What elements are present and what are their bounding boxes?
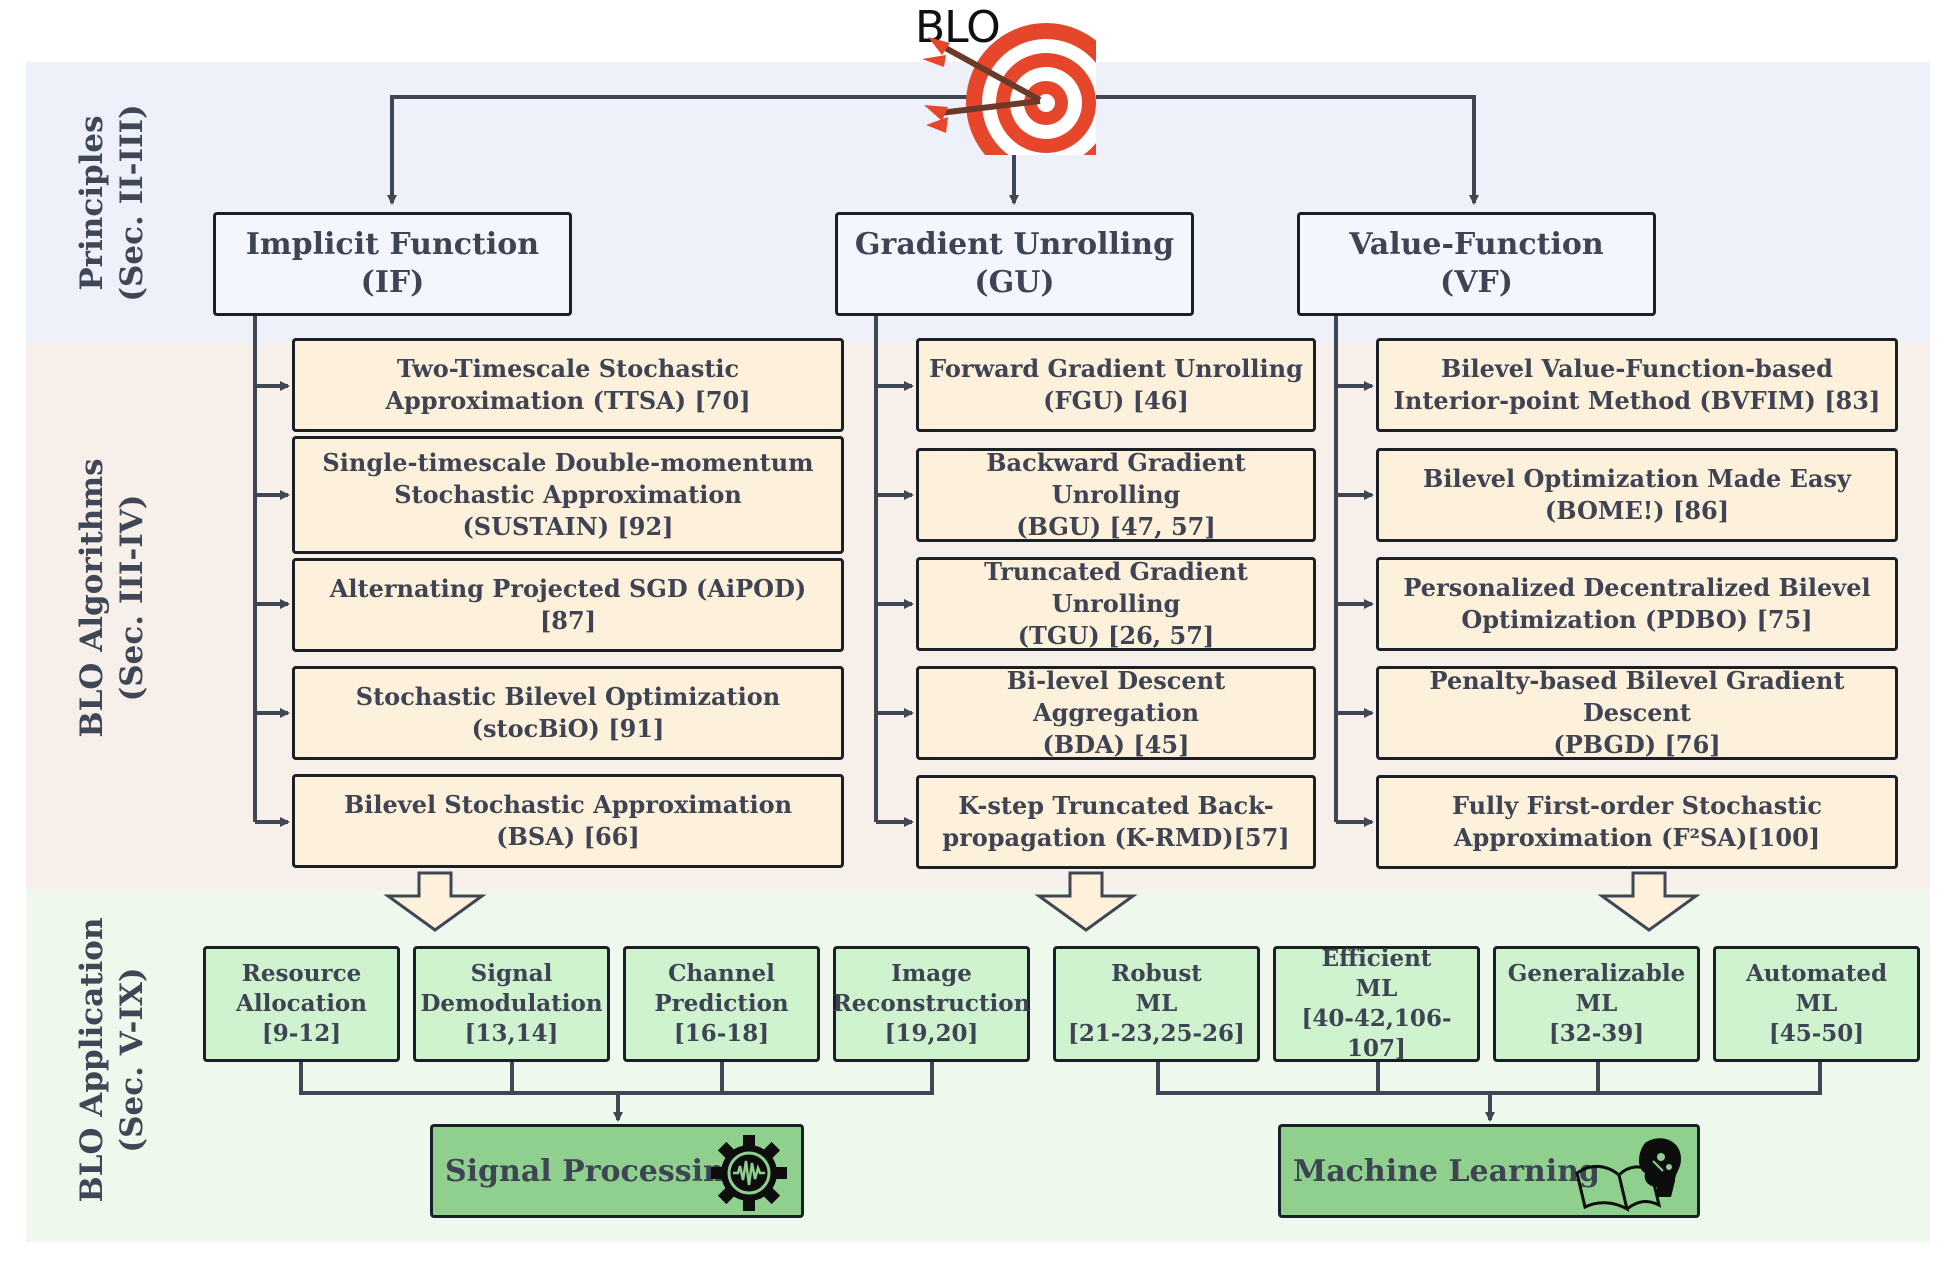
- app-text: Allocation: [236, 990, 367, 1017]
- app-text: Robust: [1111, 960, 1202, 987]
- algo-gu-2: Backward Gradient Unrolling (BGU) [47, 57…: [916, 448, 1316, 542]
- app-text: Efficient: [1321, 945, 1432, 972]
- algo-text: propagation (K-RMD)[57]: [942, 823, 1290, 852]
- algo-text: Alternating Projected SGD (AiPOD) [87]: [329, 574, 807, 635]
- algo-text: Penalty-based Bilevel Gradient Descent: [1429, 666, 1845, 727]
- app-text: [40-42,106-107]: [1301, 1005, 1452, 1062]
- principle-if: Implicit Function(IF): [213, 212, 572, 316]
- app-text: Demodulation: [420, 990, 603, 1017]
- domain-ml-label: Machine Learning: [1293, 1153, 1600, 1189]
- app-text: Signal: [470, 960, 553, 987]
- app-text: Image: [891, 960, 972, 987]
- down-arrow-gu: [1034, 871, 1138, 932]
- app-text: [21-23,25-26]: [1068, 1020, 1245, 1047]
- app-text: ML: [1355, 975, 1398, 1002]
- principle-gu: Gradient Unrolling(GU): [835, 212, 1194, 316]
- algo-text: (FGU) [46]: [1043, 386, 1189, 415]
- principle-vf: Value-Function(VF): [1297, 212, 1656, 316]
- algo-text: Interior-point Method (BVFIM) [83]: [1393, 386, 1881, 415]
- app-text: Automated: [1745, 960, 1888, 987]
- algo-vf-4: Penalty-based Bilevel Gradient Descent (P…: [1376, 666, 1898, 760]
- domain-signal-label: Signal Processing: [445, 1153, 746, 1189]
- principle-if-abbr: (IF): [360, 265, 425, 300]
- app-text: Resource: [241, 960, 362, 987]
- app-text: [19,20]: [884, 1020, 979, 1047]
- algo-vf-2: Bilevel Optimization Made Easy (BOME!) [8…: [1376, 448, 1898, 542]
- algo-text: Approximation (F²SA)[100]: [1453, 823, 1821, 852]
- algo-text: Bilevel Stochastic Approximation: [343, 790, 793, 819]
- algo-text: Fully First-order Stochastic: [1451, 791, 1823, 820]
- algo-text: (TGU) [26, 57]: [1017, 621, 1215, 650]
- app-text: [9-12]: [261, 1020, 342, 1047]
- algo-text: (SUSTAIN) [92]: [462, 512, 674, 541]
- algo-text: Stochastic Approximation: [394, 480, 742, 509]
- algo-gu-5: K-step Truncated Back-propagation (K-RMD…: [916, 775, 1316, 869]
- app-text: Reconstruction: [832, 990, 1031, 1017]
- app-text: ML: [1575, 990, 1618, 1017]
- principle-gu-name: Gradient Unrolling: [854, 227, 1175, 262]
- app-text: Channel: [668, 960, 775, 987]
- algo-text: (PBGD) [76]: [1553, 730, 1721, 759]
- algo-text: Two-Timescale Stochastic: [396, 354, 740, 383]
- algo-text: Backward Gradient Unrolling: [986, 448, 1246, 509]
- principle-if-name: Implicit Function: [245, 227, 540, 262]
- app-text: ML: [1795, 990, 1838, 1017]
- algo-gu-4: Bi-level Descent Aggregation (BDA) [45]: [916, 666, 1316, 760]
- algo-text: Truncated Gradient Unrolling: [984, 557, 1248, 618]
- app-text: ML: [1135, 990, 1178, 1017]
- blo-title: BLO: [915, 2, 1001, 53]
- algo-text: Bilevel Value-Function-based: [1441, 354, 1833, 383]
- algo-text: Optimization (PDBO) [75]: [1461, 605, 1813, 634]
- domain-machine-learning: Machine Learning: [1278, 1124, 1700, 1218]
- principle-gu-abbr: (GU): [974, 265, 1055, 300]
- down-arrow-if: [383, 871, 487, 932]
- algo-text: Personalized Decentralized Bilevel: [1403, 573, 1871, 602]
- target-with-arrows-icon: [922, 23, 1096, 155]
- algo-text: (BGU) [47, 57]: [1016, 512, 1216, 541]
- algo-gu-3: Truncated Gradient Unrolling (TGU) [26, 5…: [916, 557, 1316, 651]
- app-text: [32-39]: [1548, 1020, 1645, 1047]
- algo-text: (stocBiO) [91]: [471, 714, 665, 743]
- algo-text: Single-timescale Double-momentum: [322, 448, 814, 477]
- app-text: Prediction: [654, 990, 789, 1017]
- algo-if-5: Bilevel Stochastic Approximation (BSA) [6…: [292, 774, 844, 868]
- algo-text: Stochastic Bilevel Optimization: [355, 682, 781, 711]
- algo-text: Forward Gradient Unrolling: [929, 354, 1303, 383]
- algo-text: K-step Truncated Back-: [958, 791, 1274, 820]
- app-text: Generalizable: [1507, 960, 1686, 987]
- principle-vf-abbr: (VF): [1440, 265, 1513, 300]
- app-text: [45-50]: [1768, 1020, 1865, 1047]
- algo-text: Bi-level Descent Aggregation: [1006, 666, 1226, 727]
- app-text: [16-18]: [673, 1020, 770, 1047]
- algo-text: Bilevel Optimization Made Easy: [1423, 464, 1851, 493]
- gear-waveform-icon: [711, 1135, 787, 1211]
- algo-if-3: Alternating Projected SGD (AiPOD) [87]: [292, 558, 844, 652]
- algo-if-4: Stochastic Bilevel Optimization (stocBiO)…: [292, 666, 844, 760]
- principle-vf-name: Value-Function: [1349, 227, 1604, 262]
- app-text: [13,14]: [464, 1020, 559, 1047]
- algo-text: (BSA) [66]: [496, 822, 640, 851]
- down-arrow-vf: [1597, 871, 1701, 932]
- algo-text: (BOME!) [86]: [1544, 496, 1730, 525]
- domain-signal-processing: Signal Processing: [430, 1124, 804, 1218]
- algo-gu-1: Forward Gradient Unrolling (FGU) [46]: [916, 338, 1316, 432]
- algo-text: (BDA) [45]: [1042, 730, 1190, 759]
- book-brain-icon: [1575, 1138, 1681, 1213]
- algo-text: Approximation (TTSA) [70]: [385, 386, 751, 415]
